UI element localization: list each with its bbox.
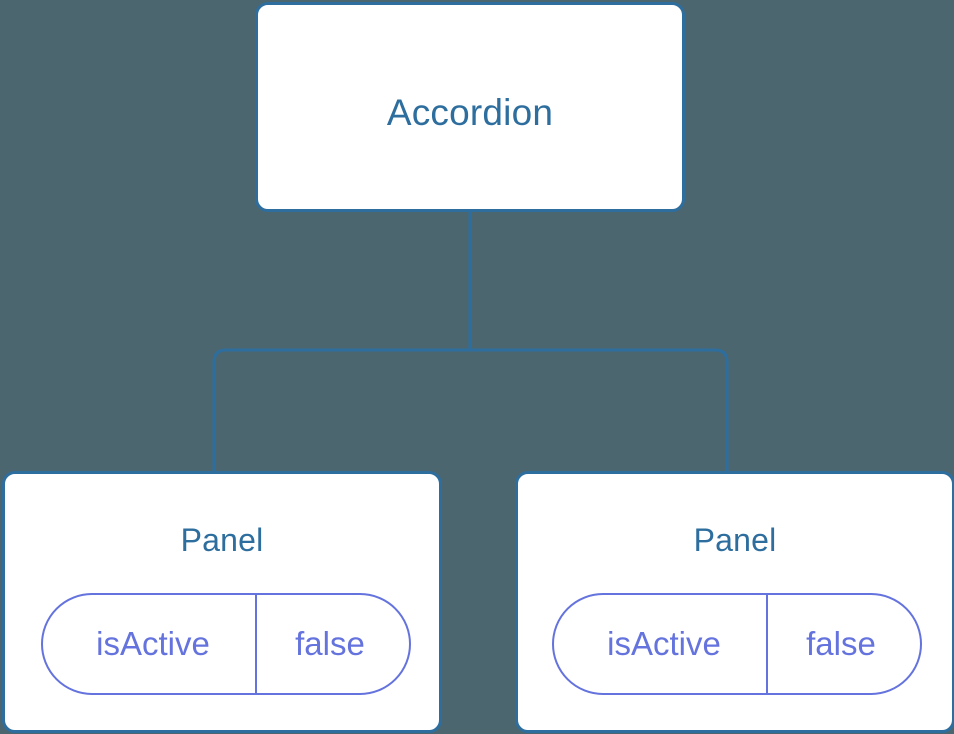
node-panel-1[interactable]: Panel isActive false	[515, 471, 954, 733]
node-accordion[interactable]: Accordion	[255, 2, 685, 212]
node-accordion-title: Accordion	[386, 92, 554, 133]
connector-branch-right	[470, 348, 729, 473]
node-panel-0-state-pill[interactable]: isActive false	[41, 593, 411, 695]
connector-branch-left	[212, 348, 470, 473]
node-panel-1-title: Panel	[693, 522, 777, 558]
node-panel-1-state-value: false	[806, 625, 876, 662]
node-panel-1-state-key: isActive	[554, 595, 768, 693]
node-panel-0[interactable]: Panel isActive false	[2, 471, 442, 733]
node-panel-0-title: Panel	[180, 522, 264, 558]
node-panel-0-state-key: isActive	[43, 595, 257, 693]
node-panel-0-state-value: false	[295, 625, 365, 662]
node-panel-1-state-pill[interactable]: isActive false	[552, 593, 922, 695]
